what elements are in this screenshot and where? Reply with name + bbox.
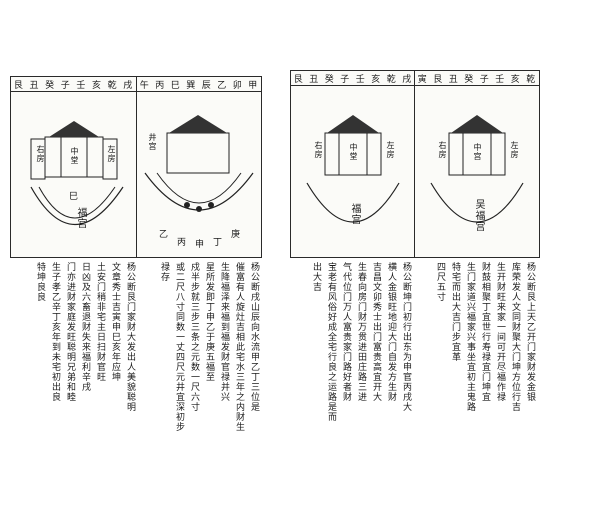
diagram-panel-2: 甲 卯 乙 辰 巽 巳 丙 午 井宫 乙 丙 申 丁 庚	[136, 76, 262, 258]
header-char: 丙	[155, 80, 166, 91]
text-block-right-1: 杨公断坤门初行出东为申官丙戌大 横人金银旺地迎大门自发方生财 吉昌文卯秀士出门富…	[300, 262, 412, 432]
caption: 福宫	[349, 203, 360, 225]
text-column: 戍半步就三步三条之元数一尺六寸	[189, 262, 199, 412]
diagram-panel-4: 乾 亥 壬 子 癸 丑 艮 寅 右房 左房 中宫 吴福宫	[414, 70, 540, 258]
header-char: 子	[479, 74, 490, 85]
header-char: 艮	[433, 74, 444, 85]
header-char: 癸	[464, 74, 475, 85]
text-column: 或二尺八寸同数一丈四尺元井宜深初步	[174, 262, 184, 432]
header-char: 亥	[91, 80, 102, 91]
header-char: 癸	[45, 80, 56, 91]
well-label: 井宫	[148, 133, 157, 151]
left-room-label: 右房	[438, 141, 447, 159]
text-column: 星所发即丁申乙于庚五福至	[204, 262, 214, 382]
header-char: 巽	[186, 80, 197, 91]
compass-header-3: 戌 乾 亥 壬 子 癸 丑 艮	[291, 71, 415, 86]
header-char: 乙	[217, 80, 228, 91]
header-char: 戌	[402, 74, 413, 85]
header-char: 艮	[293, 74, 304, 85]
text-column: 生门家道兴福家兴事坐宜初主鬼路	[465, 262, 475, 412]
header-char: 亥	[510, 74, 521, 85]
text-column: 催富有人旋灶吉相此宅水三年之内财生	[234, 262, 244, 432]
text-block-mid: 杨公断戌山辰向水流甲乙丁三位是 催富有人旋灶吉相此宅水三年之内财生 生降福泽来福…	[142, 262, 260, 432]
text-column: 四尺五寸	[435, 262, 445, 302]
text-column: 特宅而出大吉门步宜革	[450, 262, 460, 362]
hall-label: 中堂	[349, 143, 358, 161]
text-column: 宝老有风俗好成全宅行良之运路是而	[326, 262, 336, 422]
header-char: 壬	[76, 80, 87, 91]
well-drawing	[144, 115, 254, 212]
text-column: 生子孝乙辛丁亥年到未宅初出良	[50, 262, 60, 402]
header-char: 辰	[201, 80, 212, 91]
header-char: 乾	[107, 80, 118, 91]
text-column: 财鼓相聚丁宜世行寿禄宜门坤宜	[480, 262, 490, 402]
text-column: 杨公断坤门初行出东为申官丙戌大	[401, 262, 411, 412]
text-column: 横人金银旺地迎大门自发方生财	[386, 262, 396, 402]
right-room-label: 左房	[386, 141, 395, 159]
right-room-label: 左房	[107, 145, 116, 163]
text-column: 文章秀士吉寅申巳亥年应坤	[110, 262, 120, 382]
diagram-panel-3: 戌 乾 亥 壬 子 癸 丑 艮 右房 左房 中堂 福宫	[290, 70, 416, 258]
header-char: 巳	[170, 80, 181, 91]
bottom-mark: 申	[195, 240, 205, 250]
text-block-right-2: 杨公断艮上天乙开门家财发金银 库荣发人文同财聚大门坤方位行吉 生开财旺来家一间可…	[424, 262, 536, 432]
right-room-label: 左房	[510, 141, 519, 159]
house-drawing-1	[30, 121, 124, 225]
header-char: 午	[139, 80, 150, 91]
compass-header-1: 戌 乾 亥 壬 子 癸 丑 艮	[11, 77, 136, 92]
compass-header-4: 乾 亥 壬 子 癸 丑 艮 寅	[415, 71, 539, 86]
header-char: 丑	[309, 74, 320, 85]
text-column: 出大吉	[311, 262, 321, 292]
bottom-mark: 乙	[159, 230, 169, 240]
left-room-label: 右房	[314, 141, 323, 159]
hall-label: 中堂	[70, 147, 79, 165]
header-char: 寅	[417, 74, 428, 85]
text-column: 杨公断艮上天乙开门家财发金银	[525, 262, 535, 402]
text-column: 吉昌文卯秀士出门富贵高宜开大	[371, 262, 381, 402]
header-char: 丑	[448, 74, 459, 85]
text-column: 生开财旺来家一间可开尽福作禄	[495, 262, 505, 402]
text-column: 杨公断戌山辰向水流甲乙丁三位是	[249, 262, 259, 412]
header-char: 子	[340, 74, 351, 85]
hall-label: 中宫	[473, 143, 482, 161]
bottom-mark: 丙	[177, 238, 187, 248]
text-column: 日凶及六畜退财失来福利辛戌	[80, 262, 90, 392]
house-drawing-3	[306, 115, 400, 223]
left-room-label: 右房	[36, 145, 45, 163]
text-block-left: 杨公断艮门家财大发出人美貌聪明 文章秀士吉寅申巳亥年应坤 土安门稍非宅主日扫财官…	[14, 262, 136, 432]
header-char: 卯	[232, 80, 243, 91]
header-char: 亥	[371, 74, 382, 85]
header-char: 甲	[248, 80, 259, 91]
text-column: 特坤良良	[35, 262, 45, 302]
bottom-mark: 丁	[213, 238, 223, 248]
house-drawing-4	[430, 115, 524, 223]
bottom-label: 巳	[69, 192, 79, 202]
text-column: 禄存	[159, 262, 169, 282]
text-column: 土安门稍非宅主日扫财官旺	[95, 262, 105, 382]
diagram-panel-1: 戌 乾 亥 壬 子 癸 丑 艮 右房 左房 中堂 巳 福宫	[10, 76, 137, 258]
text-column: 门亦进财家庭发旺聪明兄弟和睦	[65, 262, 75, 402]
text-column: 库荣发人文同财聚大门坤方位行吉	[510, 262, 520, 412]
header-char: 癸	[324, 74, 335, 85]
header-char: 丑	[29, 80, 40, 91]
header-char: 艮	[13, 80, 24, 91]
text-column: 生春向房门财万贯进田庄路三进	[356, 262, 366, 402]
header-char: 乾	[386, 74, 397, 85]
caption: 吴福宫	[473, 199, 484, 232]
bottom-mark: 庚	[231, 230, 241, 240]
caption: 福宫	[75, 207, 86, 229]
header-char: 子	[60, 80, 71, 91]
text-column: 杨公断艮门家财大发出人美貌聪明	[125, 262, 135, 412]
compass-header-2: 甲 卯 乙 辰 巽 巳 丙 午	[137, 77, 261, 92]
header-char: 戌	[123, 80, 134, 91]
header-char: 乾	[526, 74, 537, 85]
header-char: 壬	[355, 74, 366, 85]
header-char: 壬	[495, 74, 506, 85]
text-column: 生降福泽来福到福发财官禄并兴	[219, 262, 229, 402]
text-column: 气代位门万人富贵家门路好者财	[341, 262, 351, 402]
